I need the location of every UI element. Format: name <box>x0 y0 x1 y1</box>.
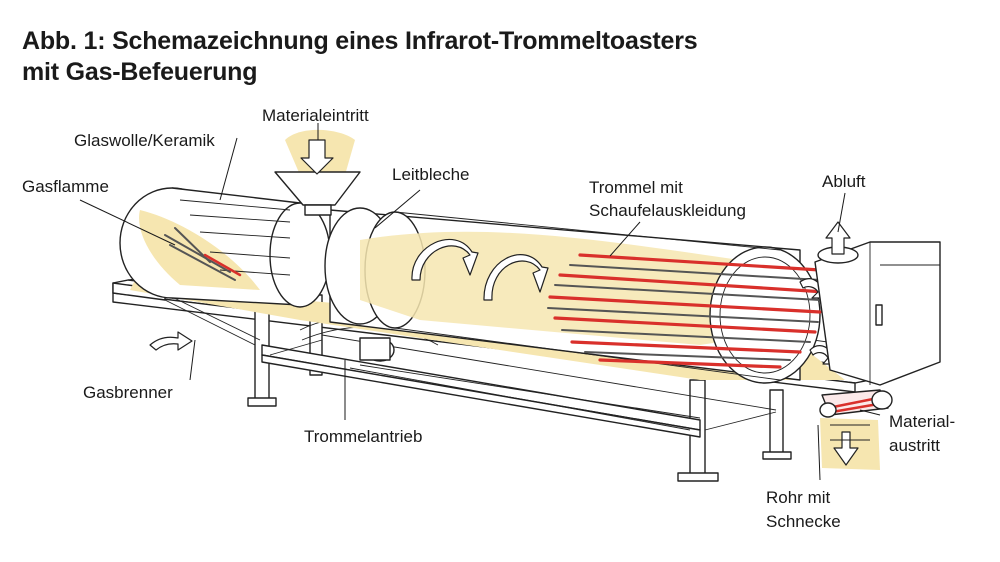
gas-flame <box>164 227 242 281</box>
figure-title: Abb. 1: Schemazeichnung eines Infrarot-T… <box>22 26 922 88</box>
heating-rods <box>547 253 827 369</box>
figure-title-line1: Abb. 1: Schemazeichnung eines Infrarot-T… <box>22 27 698 55</box>
label-rohr-line2: Schnecke <box>766 512 841 531</box>
label-glaswolle: Glaswolle/Keramik <box>74 131 215 150</box>
figure-title-line2: mit Gas-Befeuerung <box>22 58 258 86</box>
label-gasbrenner: Gasbrenner <box>83 383 173 402</box>
screw-outlet <box>819 389 893 470</box>
label-abluft: Abluft <box>822 172 866 191</box>
drum <box>119 187 845 384</box>
label-rohr-line1: Rohr mit <box>766 488 831 507</box>
material-inlet <box>274 129 361 216</box>
label-trommel-line2: Schaufelauskleidung <box>589 201 746 220</box>
label-gasflamme: Gasflamme <box>22 177 109 196</box>
label-trommelantrieb: Trommelantrieb <box>304 427 422 446</box>
leader-lines <box>79 123 881 481</box>
gasbrenner-arrow <box>149 331 193 351</box>
label-trommel-line1: Trommel mit <box>589 178 683 197</box>
label-materialaustritt-line1: Material- <box>889 412 955 431</box>
outlet-housing <box>814 221 941 386</box>
label-materialeintritt: Materialeintritt <box>262 106 369 125</box>
labels: Materialeintritt Glaswolle/Keramik Gasfl… <box>22 106 955 531</box>
label-leitbleche: Leitbleche <box>392 165 470 184</box>
label-materialaustritt-line2: austritt <box>889 436 940 455</box>
